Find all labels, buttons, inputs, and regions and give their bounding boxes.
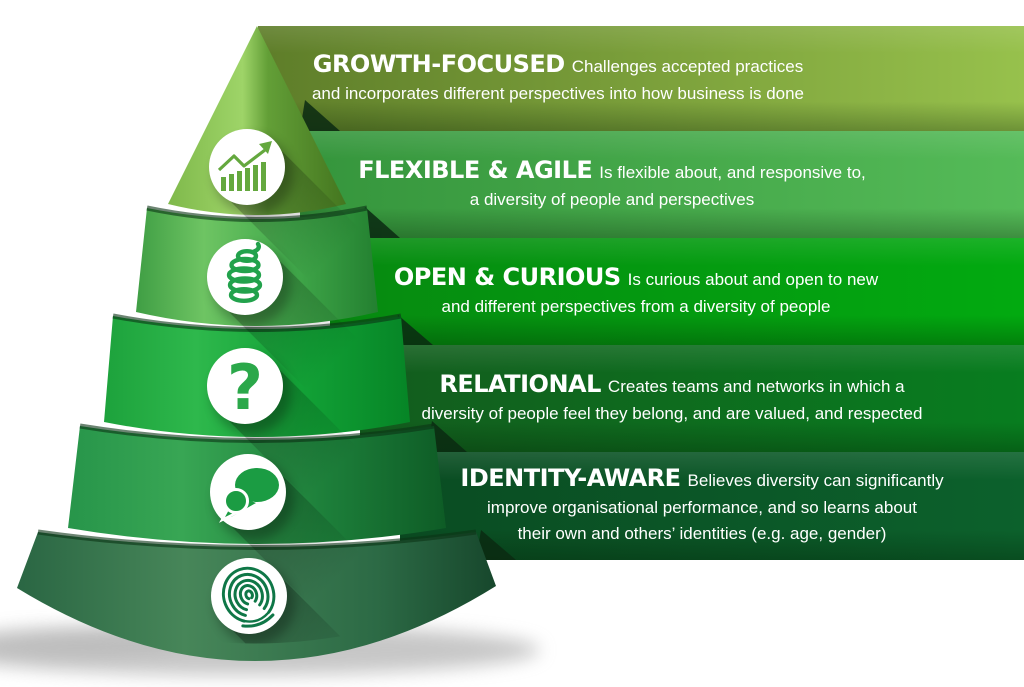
growth-chart-icon [217, 141, 272, 191]
level-text-flexible-agile: FLEXIBLE & AGILE Is flexible about, and r… [358, 131, 866, 238]
level-title: OPEN & CURIOUS [393, 262, 621, 291]
level-text-relational: RELATIONAL Creates teams and networks in … [422, 345, 923, 452]
question-mark-icon: ? [227, 351, 263, 424]
level-title: FLEXIBLE & AGILE [358, 155, 593, 184]
level-description: Challenges accepted practices [571, 56, 804, 76]
level-description: Is flexible about, and responsive to, [599, 162, 866, 182]
level-description: Is curious about and open to new [627, 269, 879, 289]
spring-coil-icon [226, 241, 263, 304]
level-description: improve organisational performance, and … [487, 498, 917, 517]
chat-bubbles-icon [219, 468, 279, 523]
icon-circle-3 [207, 348, 283, 424]
level-line: GROWTH-FOCUSED Challenges accepted practi… [313, 51, 804, 81]
level-title: GROWTH-FOCUSED [312, 49, 565, 78]
band-identity-aware [400, 452, 1024, 560]
level-description: diversity of people feel they belong, an… [421, 403, 923, 423]
level-description: their own and others’ identities (e.g. a… [517, 524, 887, 543]
level-line: IDENTITY-AWARE Believes diversity can sig… [460, 465, 943, 495]
level-text-growth-focused: GROWTH-FOCUSED Challenges accepted practi… [312, 26, 804, 131]
level-description: Believes diversity can significantly [687, 471, 944, 490]
level-title: IDENTITY-AWARE [460, 464, 681, 492]
level-description: Creates teams and networks in which a [607, 376, 905, 396]
level-description: and different perspectives from a divers… [441, 296, 831, 316]
band-open-curious [330, 238, 1024, 345]
level-text-identity-aware: IDENTITY-AWARE Believes diversity can sig… [460, 452, 943, 560]
band-growth-focused [258, 26, 1024, 131]
band-flexible-agile [300, 131, 1024, 238]
level-line: FLEXIBLE & AGILE Is flexible about, and r… [358, 157, 866, 187]
level-title: RELATIONAL [439, 369, 601, 398]
level-text-open-curious: OPEN & CURIOUS Is curious about and open … [394, 238, 878, 345]
level-line: RELATIONAL Creates teams and networks in … [439, 371, 904, 401]
ribbon-fold-shadows [300, 100, 516, 560]
level-description: a diversity of people and perspectives [469, 189, 755, 209]
fingerprint-icon [221, 566, 276, 628]
level-line: OPEN & CURIOUS Is curious about and open … [394, 264, 878, 294]
band-relational [360, 345, 1024, 452]
level-description: and incorporates different perspectives … [311, 83, 805, 103]
